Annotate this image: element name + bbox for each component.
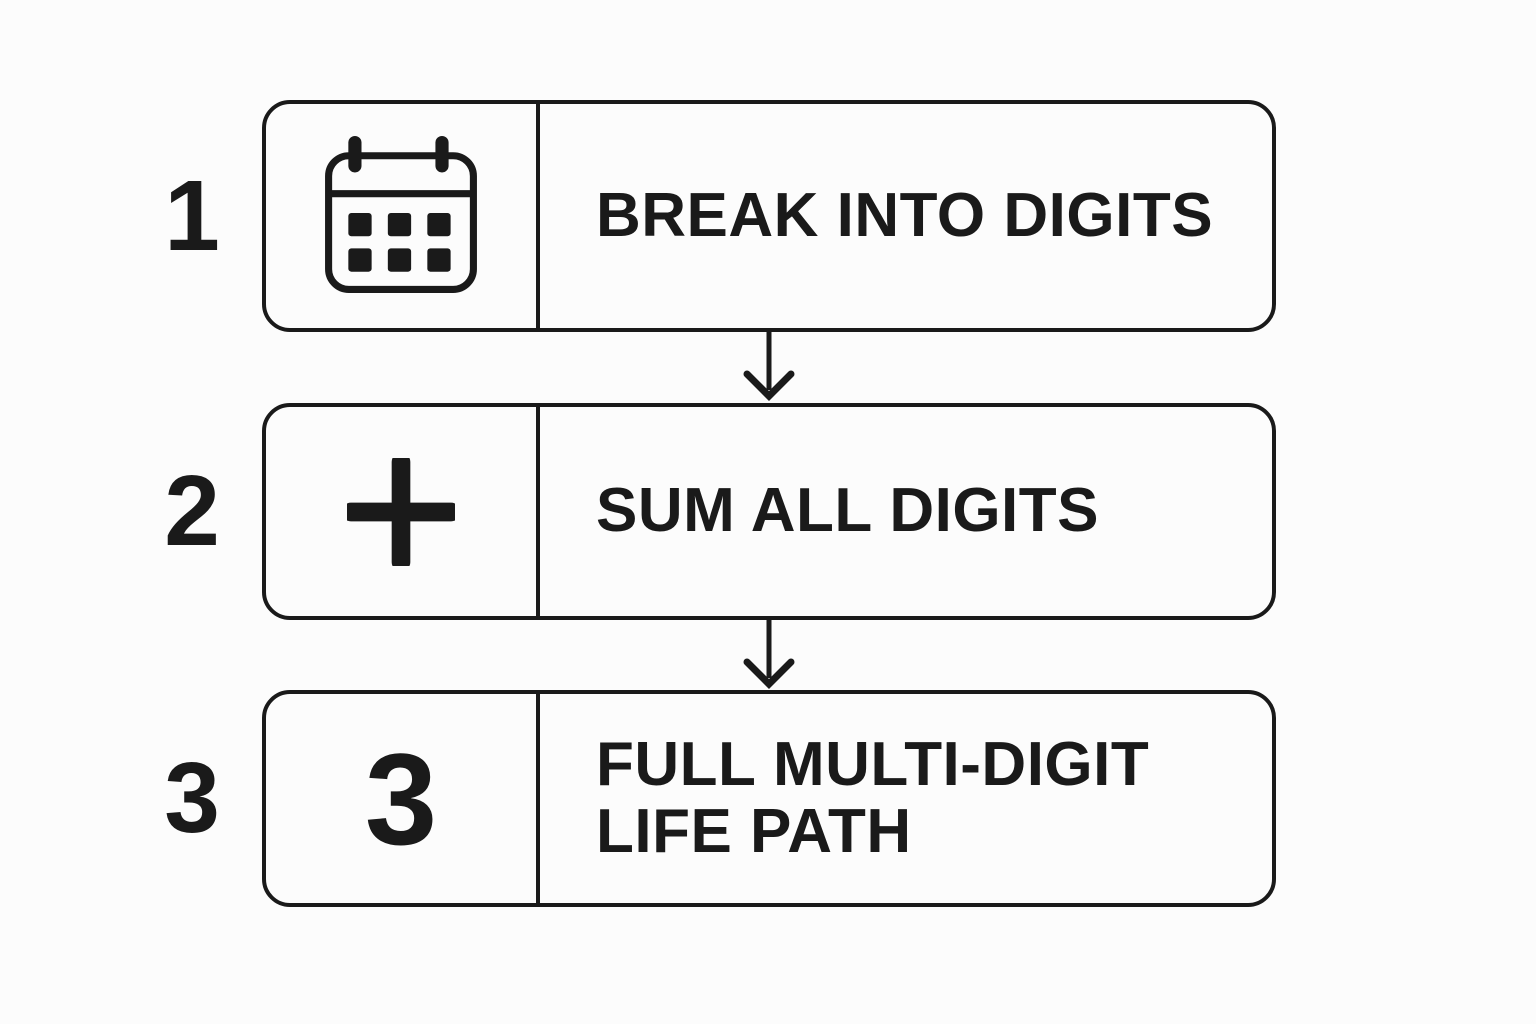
step-2-box: SUM ALL DIGITS xyxy=(262,403,1276,620)
step-2-label-cell: SUM ALL DIGITS xyxy=(540,407,1272,616)
step-3-number: 3 xyxy=(164,742,220,854)
step-1-icon-cell xyxy=(266,104,540,328)
step-1-number: 1 xyxy=(164,159,220,272)
step-3-box: 3 FULL MULTI-DIGIT LIFE PATH xyxy=(262,690,1276,907)
plus-icon xyxy=(347,457,455,566)
step-3-icon-cell: 3 xyxy=(266,694,540,903)
numeral-3-glyph: 3 xyxy=(364,725,438,872)
calendar-icon xyxy=(325,136,477,293)
arrow-down-icon xyxy=(743,332,795,401)
step-2-number: 2 xyxy=(164,455,220,567)
step-1-label-cell: BREAK INTO DIGITS xyxy=(540,104,1272,328)
step-1-label: BREAK INTO DIGITS xyxy=(596,180,1214,250)
step-3-label-cell: FULL MULTI-DIGIT LIFE PATH xyxy=(540,694,1272,903)
step-2-label: SUM ALL DIGITS xyxy=(596,476,1099,546)
step-2-icon-cell xyxy=(266,407,540,616)
step-3-label: FULL MULTI-DIGIT LIFE PATH xyxy=(596,729,1150,866)
arrow-down-icon xyxy=(743,620,795,689)
step-1-box: BREAK INTO DIGITS xyxy=(262,100,1276,332)
